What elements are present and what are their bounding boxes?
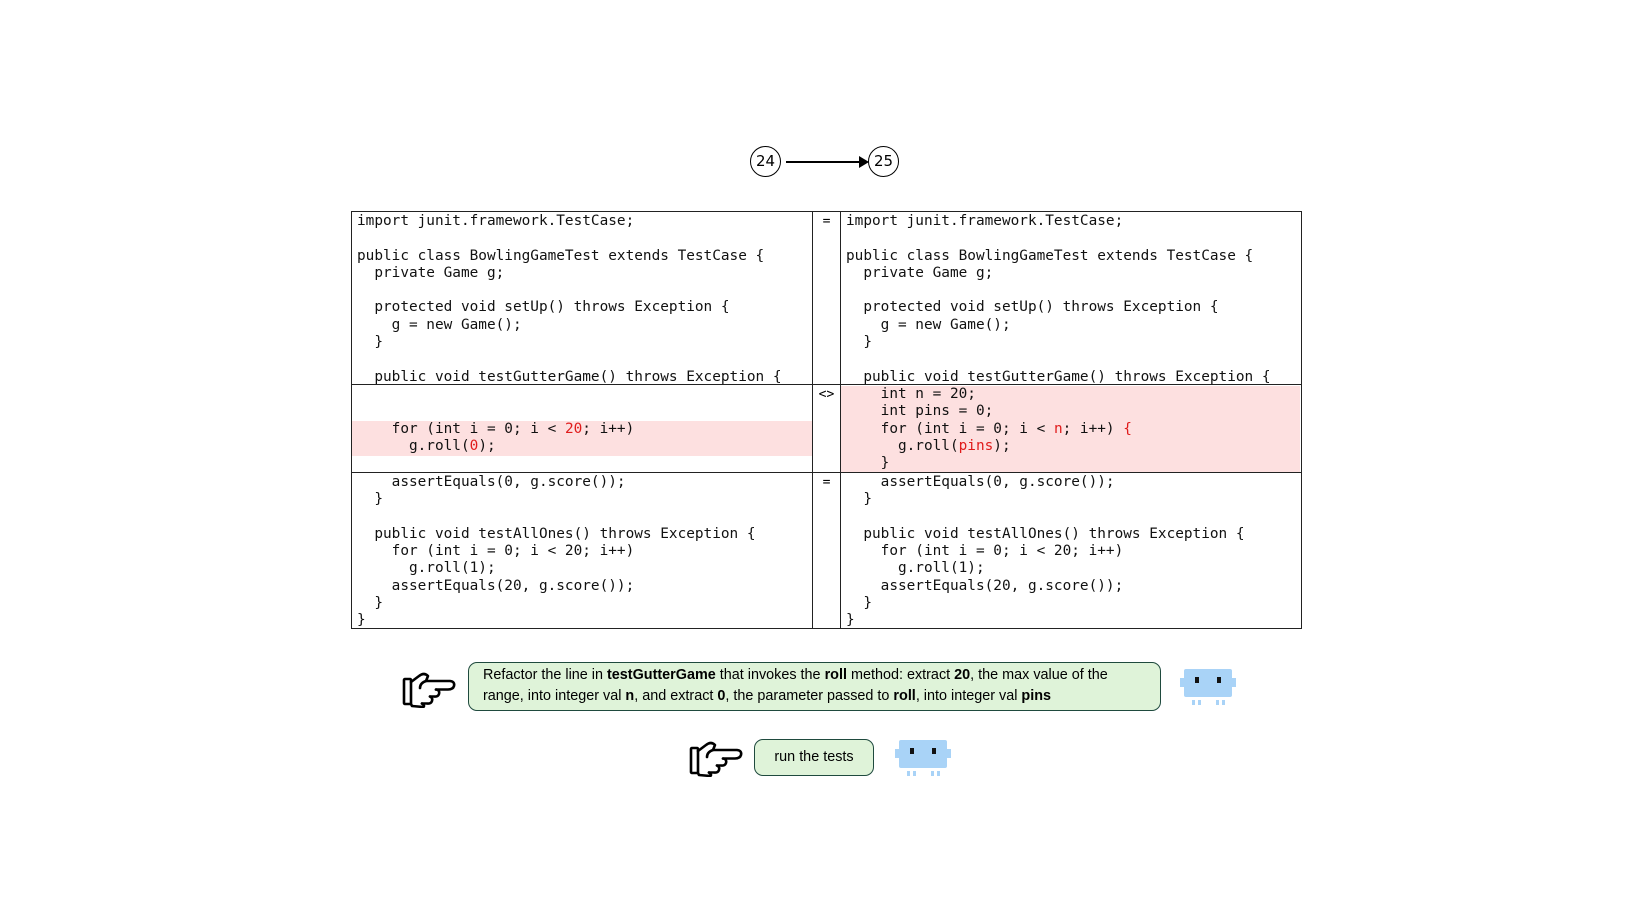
diff-row-divider-1 xyxy=(352,384,1301,385)
robot-icon xyxy=(1180,669,1236,705)
robot-icon xyxy=(895,740,951,776)
instruction-text: Refactor the line in testGutterGame that… xyxy=(483,667,1108,704)
diff-row-divider-2 xyxy=(352,472,1301,473)
left-unchanged-block-bottom: assertEquals(0, g.score()); } public voi… xyxy=(357,474,756,629)
diff-marker-equal-top: = xyxy=(822,214,831,229)
pointing-hand-icon xyxy=(402,672,456,708)
diff-marker-changed: <> xyxy=(818,387,835,402)
step-transition: 24 25 xyxy=(750,146,910,180)
diff-right-pane: import junit.framework.TestCase; public … xyxy=(841,212,1300,628)
step-to-badge: 25 xyxy=(868,146,899,177)
right-changed-line-for: for (int i = 0; i < n; i++) { xyxy=(846,421,1132,437)
right-changed-line-roll: g.roll(pins); xyxy=(846,438,1011,454)
instruction-bubble-refactor: Refactor the line in testGutterGame that… xyxy=(468,662,1161,711)
diff-marker-equal-bottom: = xyxy=(822,475,831,490)
right-unchanged-block-bottom: assertEquals(0, g.score()); } public voi… xyxy=(846,474,1245,629)
right-changed-line-int-pins: int pins = 0; xyxy=(846,403,994,419)
left-changed-highlight xyxy=(352,421,812,456)
right-changed-line-int-n: int n = 20; xyxy=(846,386,976,402)
right-unchanged-block-top: import junit.framework.TestCase; public … xyxy=(846,213,1271,385)
right-changed-highlight xyxy=(841,386,1300,472)
left-unchanged-block-top: import junit.framework.TestCase; public … xyxy=(357,213,782,385)
right-changed-line-close-brace: } xyxy=(846,455,890,471)
step-from-badge: 24 xyxy=(750,146,781,177)
instruction-bubble-run-tests: run the tests xyxy=(754,739,874,776)
step-arrow xyxy=(786,156,869,168)
diff-marker-column: = <> = xyxy=(812,212,841,628)
diff-left-pane: import junit.framework.TestCase; public … xyxy=(352,212,812,628)
left-changed-line-roll: g.roll(0); xyxy=(357,438,496,454)
instruction-text: run the tests xyxy=(774,749,854,765)
pointing-hand-icon xyxy=(689,741,743,777)
left-changed-line-for: for (int i = 0; i < 20; i++) xyxy=(357,421,635,437)
code-diff-table: import junit.framework.TestCase; public … xyxy=(351,211,1302,629)
